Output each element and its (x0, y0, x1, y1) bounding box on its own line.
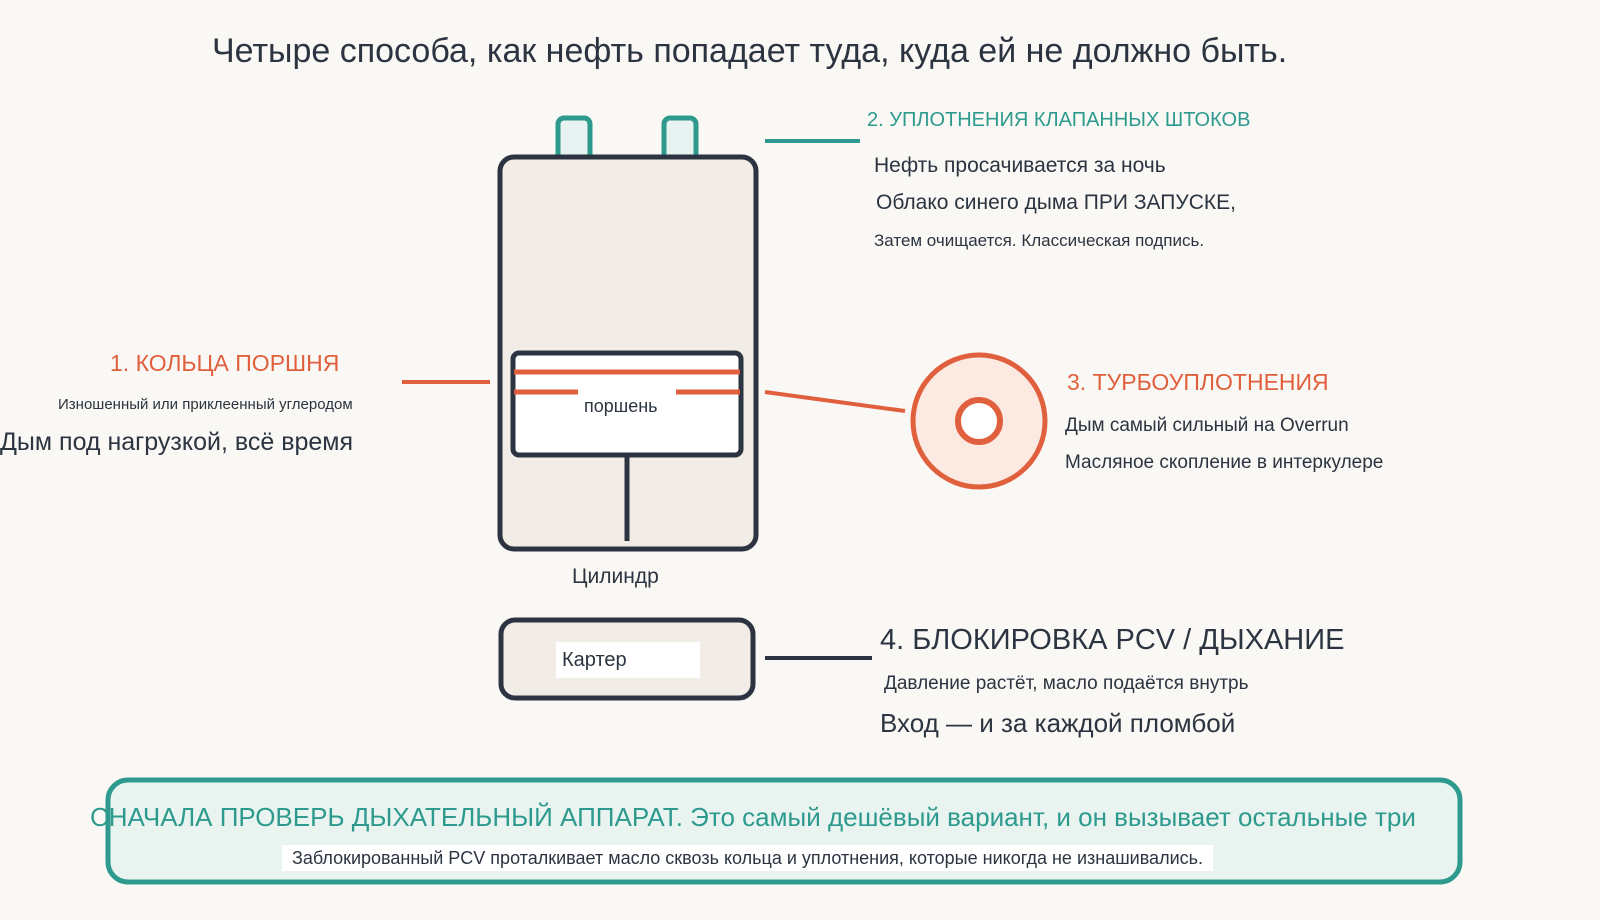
crankcase-label: Картер (556, 642, 700, 678)
valve-seals-heading: 2. УПЛОТНЕНИЯ КЛАПАННЫХ ШТОКОВ (867, 109, 1251, 131)
banner-headline: СНАЧАЛА ПРОВЕРЬ ДЫХАТЕЛЬНЫЙ АППАРАТ. Это… (90, 802, 1416, 832)
valve-seals-line-1: Нефть просачивается за ночь (874, 154, 1166, 177)
turbo-inner-ring (955, 397, 1003, 445)
piston-label: поршень (584, 396, 658, 416)
valve-seals-line-3: Затем очищается. Классическая подпись. (874, 231, 1205, 250)
pcv-block-line-2: Вход — и за каждой пломбой (880, 708, 1236, 738)
piston-rings-symptom: Дым под нагрузкой, всё время (0, 428, 354, 456)
banner-subline: Заблокированный PCV проталкивает масло с… (282, 845, 1214, 871)
turbo-seals-line-2: Масляное скопление в интеркулере (1065, 452, 1384, 473)
pcv-block-line-1: Давление растёт, масло подаётся внутрь (884, 673, 1249, 694)
cylinder-label: Цилиндр (572, 565, 659, 588)
piston-body (510, 350, 744, 458)
valve-seals-line-2: Облако синего дыма ПРИ ЗАПУСКЕ, (876, 191, 1236, 214)
pcv-block-heading: 4. БЛОКИРОВКА PCV / ДЫХАНИЕ (880, 624, 1345, 656)
piston-rings-detail: Изношенный или приклеенный углеродом (58, 396, 353, 413)
turbo-seals-line-1: Дым самый сильный на Overrun (1065, 415, 1349, 436)
piston-rings-heading: 1. КОЛЬЦА ПОРШНЯ (110, 350, 340, 376)
page-title: Четыре способа, как нефть попадает туда,… (212, 32, 1288, 70)
leader-turbo-seals (764, 390, 906, 413)
turbo-seals-heading: 3. ТУРБОУПЛОТНЕНИЯ (1067, 369, 1329, 395)
